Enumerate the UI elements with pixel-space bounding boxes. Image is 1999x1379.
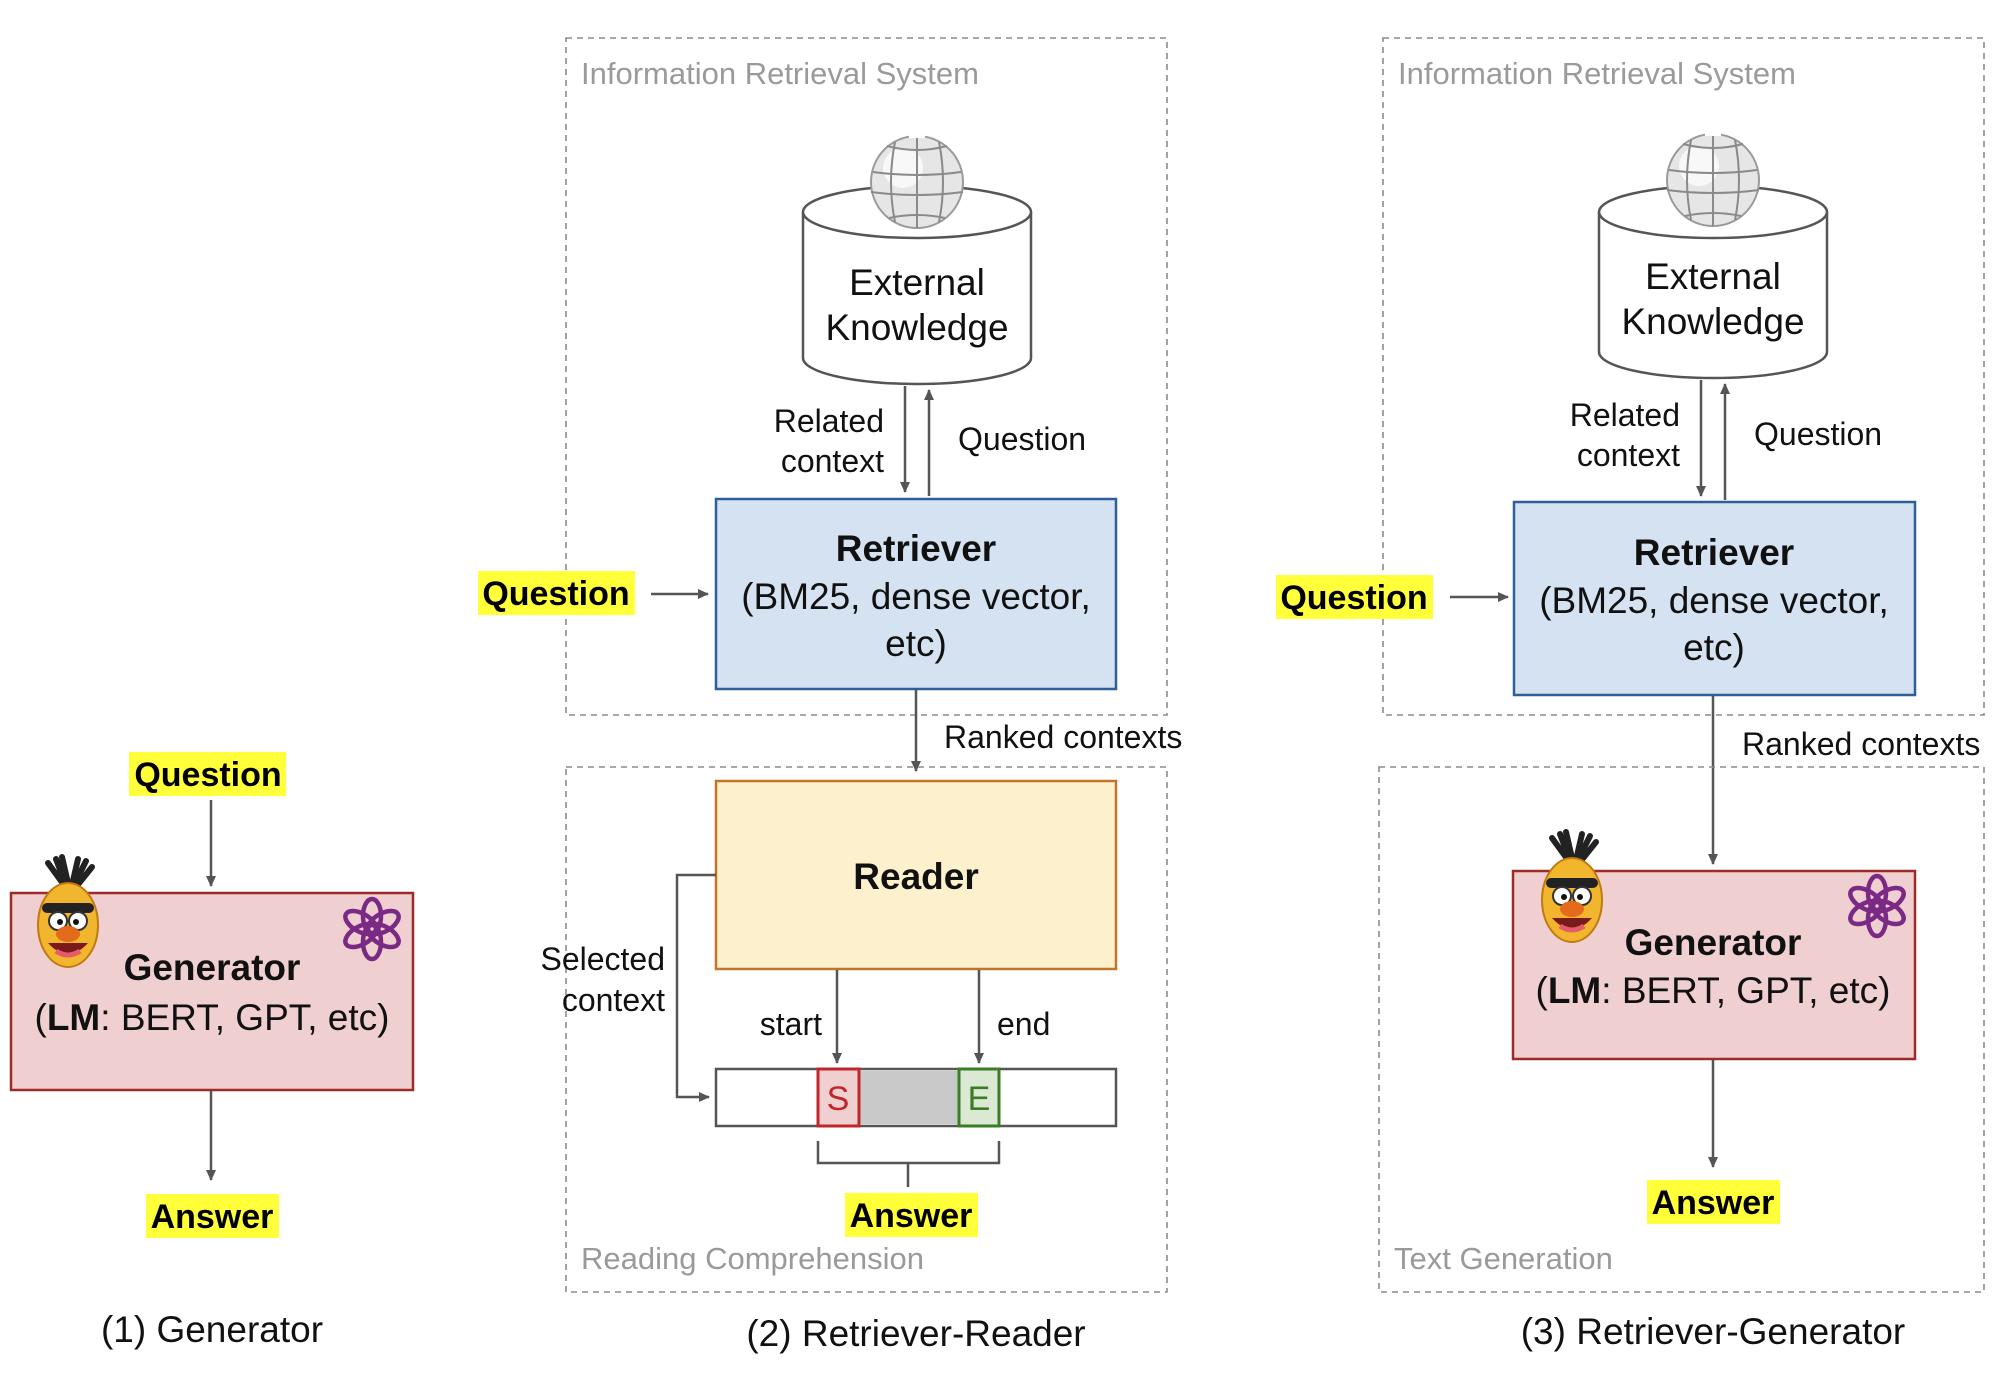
span-end-token [957, 1067, 1001, 1128]
generator-title: Generator [124, 947, 301, 988]
knowledge-line2: Knowledge [825, 307, 1008, 348]
ir-system-group [1382, 37, 1985, 716]
generator-title: Generator [1625, 922, 1802, 963]
wikipedia-globe-icon [870, 125, 964, 229]
selected-context-line2: context [562, 982, 665, 1018]
ranked-contexts-label: Ranked contexts [1742, 726, 1980, 762]
knowledge-cylinder [801, 212, 1033, 386]
caption-retriever-generator: (3) Retriever-Generator [1521, 1311, 1906, 1352]
retriever-line2: (BM25, dense vector, [741, 576, 1091, 617]
reader-box [714, 779, 1118, 971]
retriever-box [714, 497, 1118, 691]
answer-span-bracket [816, 1141, 1001, 1165]
start-label: start [760, 1006, 822, 1042]
ir-system-group [565, 37, 1168, 716]
generator-subtitle: (LM: BERT, GPT, etc) [35, 997, 390, 1038]
selected-context-line1: Selected [540, 941, 665, 977]
question-arrow-label: Question [1754, 416, 1882, 452]
knowledge-line1: External [1645, 256, 1781, 297]
retriever-title: Retriever [1634, 532, 1794, 573]
answer-highlight [146, 1194, 279, 1238]
answer-highlight [1647, 1180, 1780, 1224]
retriever-title: Retriever [836, 528, 996, 569]
related-context-line1: Related [1570, 397, 1680, 433]
question-label: Question [1280, 579, 1427, 617]
wikipedia-globe-icon [1666, 123, 1760, 227]
arrow-selected-context [675, 873, 716, 1102]
question-highlight [478, 571, 635, 615]
reading-comprehension-label: Reading Comprehension [581, 1241, 924, 1276]
span-start-letter: S [827, 1080, 850, 1118]
caption-generator: (1) Generator [101, 1309, 323, 1350]
ir-system-label: Information Retrieval System [1398, 56, 1796, 91]
text-generation-group [1378, 766, 1985, 1293]
end-label: end [997, 1006, 1050, 1042]
panel-retriever-reader: Information Retrieval System External Kn… [478, 37, 1182, 1354]
panel-retriever-generator: Information Retrieval System External Kn… [1276, 37, 1985, 1352]
reading-comprehension-group [565, 766, 1168, 1293]
related-context-line2: context [1577, 437, 1680, 473]
retriever-line3: etc) [885, 623, 947, 664]
knowledge-line2: Knowledge [1621, 301, 1804, 342]
question-highlight [1276, 575, 1433, 619]
question-arrow-label: Question [958, 421, 1086, 457]
question-label: Question [482, 575, 629, 613]
ranked-contexts-label: Ranked contexts [944, 719, 1182, 755]
text-generation-label: Text Generation [1394, 1241, 1613, 1276]
ir-system-label: Information Retrieval System [581, 56, 979, 91]
question-label: Question [134, 756, 281, 794]
generator-subtitle: (LM: BERT, GPT, etc) [1536, 970, 1891, 1011]
answer-span-fill [859, 1071, 959, 1124]
question-highlight [129, 752, 286, 796]
answer-highlight [845, 1193, 978, 1237]
caption-retriever-reader: (2) Retriever-Reader [746, 1313, 1085, 1354]
retriever-box [1512, 500, 1917, 697]
knowledge-cylinder [1597, 212, 1829, 380]
panel-generator: Question Generator (LM: BERT, GPT, etc) … [9, 752, 415, 1350]
retriever-line2: (BM25, dense vector, [1539, 580, 1889, 621]
retriever-line3: etc) [1683, 627, 1745, 668]
related-context-line1: Related [774, 403, 884, 439]
related-context-line2: context [781, 443, 884, 479]
bert-mascot-icon [1542, 832, 1602, 942]
bert-mascot-icon [38, 857, 98, 967]
reader-title: Reader [853, 856, 978, 897]
answer-label: Answer [151, 1198, 274, 1236]
answer-label: Answer [850, 1197, 973, 1235]
answer-label: Answer [1652, 1184, 1775, 1222]
knowledge-line1: External [849, 262, 985, 303]
span-end-letter: E [968, 1080, 991, 1118]
span-start-token [816, 1067, 861, 1128]
